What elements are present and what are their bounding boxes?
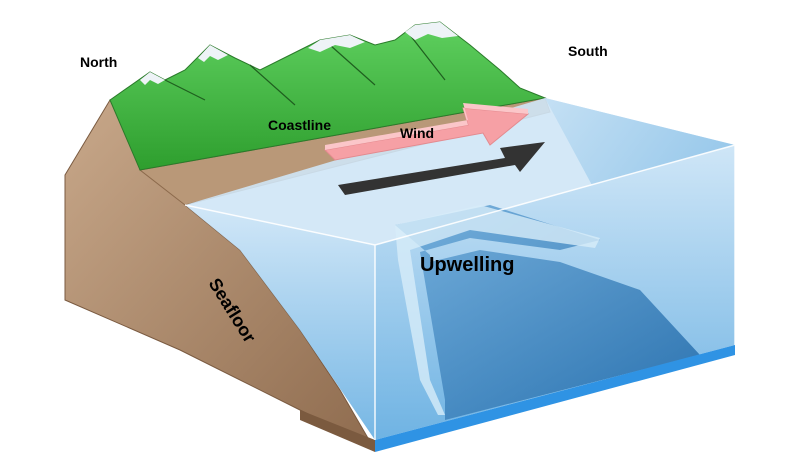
label-upwelling: Upwelling: [420, 254, 514, 276]
water-box-edges: [184, 144, 736, 440]
water-base-strip: [375, 345, 735, 452]
upwelling-current: [395, 205, 700, 420]
wind-arrow-top: [325, 103, 528, 150]
label-north: North: [80, 54, 117, 70]
mountain-ridge-lines: [164, 34, 446, 106]
upwelling-light-edge: [395, 205, 600, 415]
snow-cap-4: [405, 22, 458, 40]
water-front-face: [185, 205, 375, 440]
land-base-strip: [300, 410, 375, 452]
label-south: South: [568, 43, 608, 59]
label-coastline: Coastline: [268, 117, 331, 133]
snow-cap-2: [198, 45, 228, 62]
label-wind: Wind: [400, 125, 434, 141]
snow-cap-1: [140, 72, 165, 85]
snow-cap-3: [308, 35, 365, 52]
current-arrow: [338, 142, 545, 195]
